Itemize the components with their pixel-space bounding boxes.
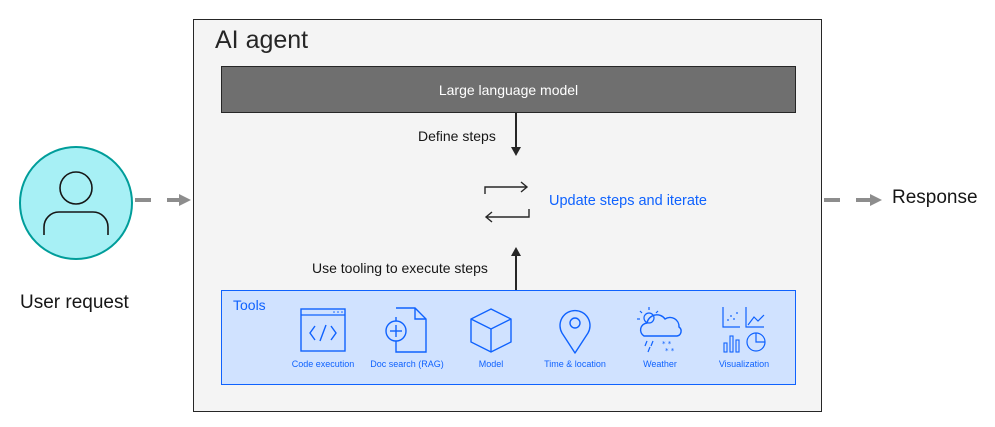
tool-time-location: Time & location — [520, 305, 630, 369]
user-icon — [19, 146, 133, 260]
iterate-cycle-icon — [484, 181, 530, 223]
doc-search-icon — [385, 307, 427, 353]
response-label: Response — [892, 187, 978, 208]
user-request-label: User request — [20, 292, 129, 313]
input-arrow — [135, 194, 191, 206]
svg-text:* *: * * — [662, 340, 672, 348]
define-steps-arrow — [511, 113, 521, 156]
use-tooling-label: Use tooling to execute steps — [312, 260, 488, 276]
tool-model: Model — [436, 305, 546, 369]
tools-title: Tools — [233, 297, 266, 313]
tools-box — [221, 290, 796, 385]
svg-text:* *: * * — [665, 347, 675, 355]
code-icon — [300, 308, 346, 352]
llm-box: Large language model — [221, 66, 796, 113]
llm-label: Large language model — [438, 81, 579, 98]
use-tooling-arrow — [511, 247, 521, 291]
tool-label: Time & location — [544, 359, 606, 369]
agent-title: AI agent — [215, 26, 309, 54]
tool-label: Visualization — [718, 359, 770, 369]
update-steps-label: Update steps and iterate — [549, 193, 707, 209]
tool-label: Code execution — [291, 359, 355, 369]
tool-label: Weather — [643, 359, 677, 369]
tool-label: Doc search (RAG) — [370, 359, 444, 369]
cube-icon — [470, 308, 512, 353]
weather-icon: * * * * — [637, 307, 682, 355]
tool-code-execution: Code execution — [268, 305, 378, 369]
location-pin-icon — [559, 309, 591, 354]
tool-doc-search: Doc search (RAG) — [352, 305, 462, 369]
visualization-icon — [722, 307, 766, 353]
tool-label: Model — [478, 359, 504, 369]
tool-visualization: Visualization — [689, 305, 799, 369]
define-steps-label: Define steps — [418, 128, 496, 144]
output-arrow — [824, 194, 882, 206]
tool-weather: * * * * Weather — [605, 305, 715, 369]
